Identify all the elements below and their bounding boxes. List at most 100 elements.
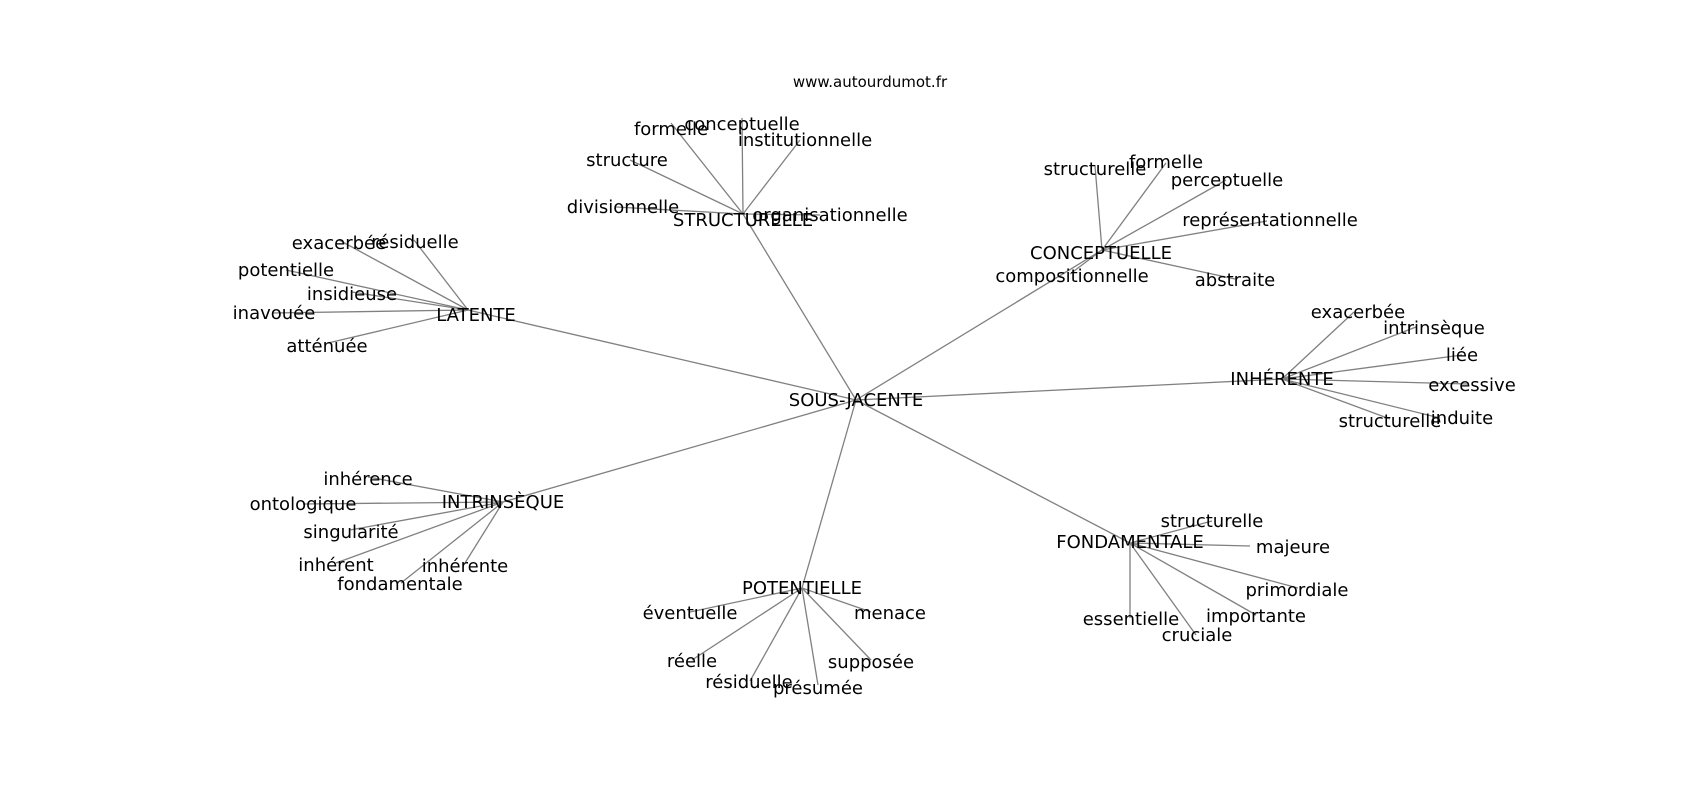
cluster-node-label: LATENTE [436, 305, 516, 326]
leaf-node-label: singularité [303, 522, 398, 543]
edge-center-to-cluster [801, 399, 857, 589]
edge-cluster-to-leaf [1101, 249, 1236, 280]
edge-cluster-to-leaf [629, 159, 744, 215]
edge-cluster-to-leaf [1129, 542, 1197, 636]
leaf-node-label: institutionnelle [738, 130, 872, 151]
cluster-node-label: STRUCTURELLE [673, 210, 813, 231]
leaf-node-label: insidieuse [307, 284, 397, 305]
graph-labels: SOUS-JACENTESTRUCTURELLEformelleconceptu… [233, 114, 1516, 699]
leaf-node-label: inavouée [233, 303, 316, 324]
leaf-node-label: abstraite [1195, 270, 1275, 291]
leaf-node-label: importante [1206, 606, 1306, 627]
edge-cluster-to-leaf [1101, 179, 1227, 251]
leaf-node-label: induite [1431, 408, 1493, 429]
edge-cluster-to-leaf [327, 309, 469, 344]
leaf-node-label: supposée [828, 652, 914, 673]
edge-cluster-to-leaf [351, 291, 469, 311]
edge-cluster-to-leaf [271, 309, 469, 314]
edge-cluster-to-leaf [741, 117, 744, 215]
edge-cluster-to-leaf [285, 269, 469, 311]
leaf-node-label: cruciale [1162, 625, 1233, 646]
edge-cluster-to-leaf [801, 587, 872, 661]
edge-cluster-to-leaf [1281, 311, 1355, 380]
edge-cluster-to-leaf [302, 501, 504, 505]
edge-cluster-to-leaf [338, 239, 469, 311]
leaf-node-label: éventuelle [643, 603, 738, 624]
leaf-node-label: structurelle [1339, 411, 1442, 432]
leaf-node-label: organisationnelle [752, 205, 907, 226]
leaf-node-label: présumée [773, 678, 863, 699]
leaf-node-label: structurelle [1161, 511, 1264, 532]
leaf-node-label: résiduelle [371, 232, 458, 253]
edge-cluster-to-leaf [1281, 378, 1391, 420]
leaf-node-label: fondamentale [337, 574, 462, 595]
edge-cluster-to-leaf [1094, 165, 1103, 251]
graph-edges [271, 117, 1469, 686]
leaf-node-label: excessive [1428, 375, 1516, 396]
edge-cluster-to-leaf [1129, 542, 1257, 616]
leaf-node-label: conceptuelle [684, 114, 799, 135]
leaf-node-label: intrinsèque [1383, 318, 1485, 339]
edge-center-to-cluster [855, 378, 1283, 401]
leaf-node-label: primordiale [1246, 580, 1349, 601]
center-node-label: SOUS-JACENTE [789, 390, 923, 411]
edge-cluster-to-leaf [349, 501, 504, 531]
edge-cluster-to-leaf [1281, 326, 1417, 380]
source-website: www.autourdumot.fr [793, 73, 948, 91]
edge-cluster-to-leaf [689, 587, 803, 613]
edge-center-to-cluster [502, 399, 857, 503]
leaf-node-label: exacerbée [292, 233, 386, 254]
edge-cluster-to-leaf [464, 501, 504, 564]
edge-center-to-cluster [467, 309, 857, 401]
edge-cluster-to-leaf [1281, 378, 1441, 419]
edge-cluster-to-leaf [691, 587, 803, 661]
edge-cluster-to-leaf [367, 476, 504, 503]
leaf-node-label: structure [586, 150, 668, 171]
edge-cluster-to-leaf [413, 239, 469, 311]
leaf-node-label: majeure [1256, 537, 1330, 558]
edge-cluster-to-leaf [749, 587, 803, 682]
leaf-node-label: représentationnelle [1182, 210, 1358, 231]
cluster-node-label: POTENTIELLE [742, 578, 862, 599]
edge-cluster-to-leaf [1101, 162, 1167, 251]
edge-cluster-to-leaf [1129, 520, 1213, 544]
edge-cluster-to-leaf [1129, 542, 1251, 547]
leaf-node-label: réelle [667, 651, 717, 672]
cluster-node-label: INHÉRENTE [1230, 368, 1333, 390]
edge-cluster-to-leaf [801, 587, 819, 686]
leaf-node-label: potentielle [238, 260, 334, 281]
cluster-node-label: INTRINSÈQUE [442, 491, 565, 513]
edge-cluster-to-leaf [742, 213, 821, 216]
leaf-node-label: liée [1446, 345, 1478, 366]
leaf-node-label: exacerbée [1311, 302, 1405, 323]
edge-center-to-cluster [855, 249, 1103, 401]
leaf-node-label: perceptuelle [1171, 170, 1284, 191]
leaf-node-label: formelle [634, 119, 708, 140]
edge-cluster-to-leaf [670, 122, 744, 215]
edge-cluster-to-leaf [1129, 542, 1299, 589]
leaf-node-label: formelle [1129, 152, 1203, 173]
edge-cluster-to-leaf [1281, 378, 1469, 385]
leaf-node-label: menace [854, 603, 926, 624]
leaf-node-label: inhérente [422, 556, 509, 577]
edge-cluster-to-leaf [1281, 354, 1463, 380]
leaf-node-label: résiduelle [705, 672, 792, 693]
leaf-node-label: atténuée [286, 336, 367, 357]
edge-cluster-to-leaf [801, 587, 872, 613]
edge-cluster-to-leaf [1101, 220, 1268, 251]
leaf-node-label: essentielle [1083, 609, 1180, 630]
edge-cluster-to-leaf [615, 206, 744, 215]
cluster-node-label: CONCEPTUELLE [1030, 243, 1172, 264]
edge-center-to-cluster [742, 213, 857, 401]
leaf-node-label: structurelle [1044, 159, 1147, 180]
leaf-node-label: compositionnelle [995, 266, 1148, 287]
leaf-node-label: ontologique [250, 494, 357, 515]
edge-cluster-to-leaf [335, 501, 504, 564]
edge-cluster-to-leaf [400, 501, 504, 584]
leaf-node-label: inhérence [323, 469, 412, 490]
leaf-node-label: divisionnelle [567, 197, 679, 218]
cluster-node-label: FONDAMENTALE [1056, 532, 1204, 553]
edge-cluster-to-leaf [1069, 249, 1103, 275]
edge-center-to-cluster [855, 399, 1131, 544]
